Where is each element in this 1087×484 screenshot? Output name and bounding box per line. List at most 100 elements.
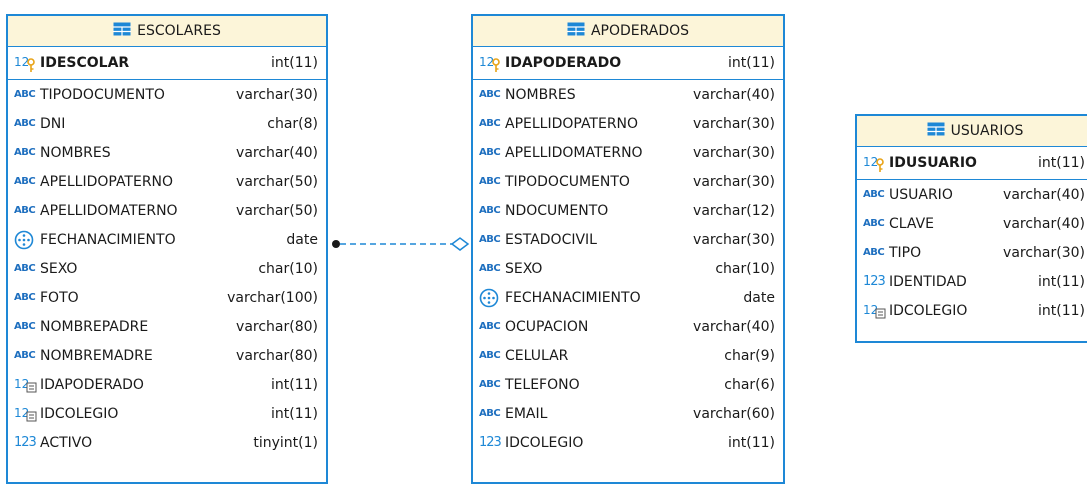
- string-type-icon: ABC: [479, 205, 501, 216]
- column-name: IDCOLEGIO: [40, 405, 119, 422]
- table-icon: [566, 22, 585, 40]
- string-type-icon: ABC: [863, 218, 885, 229]
- column-row[interactable]: 12 IDAPODERADO int(11): [8, 370, 326, 399]
- string-type-icon: ABC: [14, 350, 36, 361]
- column-type: char(9): [724, 347, 775, 364]
- column-row[interactable]: ABC CLAVE varchar(40): [857, 209, 1087, 238]
- column-name: ESTADOCIVIL: [505, 231, 597, 248]
- column-type: int(11): [271, 376, 318, 393]
- column-name: FOTO: [40, 289, 79, 306]
- svg-text:12: 12: [14, 55, 29, 69]
- date-type-icon: [479, 288, 503, 308]
- number-type-icon: 123: [863, 274, 886, 289]
- svg-text:12: 12: [479, 55, 494, 69]
- key-number-icon: 12: [14, 53, 38, 73]
- entity-title[interactable]: ESCOLARES: [8, 16, 326, 47]
- string-type-icon: ABC: [479, 263, 501, 274]
- svg-text:12: 12: [14, 377, 29, 391]
- column-type: char(6): [724, 376, 775, 393]
- column-name: IDUSUARIO: [889, 155, 977, 171]
- svg-text:12: 12: [863, 303, 878, 317]
- column-type: varchar(30): [1003, 244, 1085, 261]
- key-number-icon: 12: [863, 153, 887, 173]
- entity-escolares[interactable]: ESCOLARES 12 IDESCOLAR int(11) ABC TIPODOCU…: [6, 14, 328, 484]
- entity-title[interactable]: APODERADOS: [473, 16, 783, 47]
- column-type: date: [743, 289, 775, 306]
- column-row[interactable]: ABC NDOCUMENTO varchar(12): [473, 196, 783, 225]
- column-name: TIPO: [889, 244, 922, 261]
- column-name: NDOCUMENTO: [505, 202, 609, 219]
- relationship-target-diamond: [450, 237, 470, 251]
- column-name: IDAPODERADO: [40, 376, 144, 393]
- column-type: int(11): [1038, 155, 1085, 171]
- string-type-icon: ABC: [14, 205, 36, 216]
- svg-text:12: 12: [863, 155, 878, 169]
- string-type-icon: ABC: [14, 89, 36, 100]
- column-name: EMAIL: [505, 405, 548, 422]
- column-type: varchar(12): [693, 202, 775, 219]
- string-type-icon: ABC: [479, 408, 501, 419]
- column-name: FECHANACIMIENTO: [40, 231, 176, 248]
- column-type: varchar(100): [227, 289, 318, 306]
- column-name: IDESCOLAR: [40, 55, 130, 71]
- table-icon: [926, 122, 945, 140]
- column-name: TIPODOCUMENTO: [40, 86, 165, 103]
- column-type: varchar(40): [1003, 186, 1085, 203]
- entity-title-text: USUARIOS: [950, 123, 1024, 139]
- column-name: SEXO: [505, 260, 543, 277]
- column-type: varchar(40): [1003, 215, 1085, 232]
- entity-title[interactable]: USUARIOS: [857, 116, 1087, 147]
- foreign-key-icon: 12: [14, 375, 38, 395]
- column-type: int(11): [728, 55, 775, 71]
- string-type-icon: ABC: [863, 247, 885, 258]
- column-row[interactable]: ABC TIPO varchar(30): [857, 238, 1087, 267]
- column-type: varchar(60): [693, 405, 775, 422]
- column-name: NOMBREPADRE: [40, 318, 149, 335]
- string-type-icon: ABC: [14, 176, 36, 187]
- column-type: char(10): [258, 260, 318, 277]
- column-type: varchar(30): [693, 144, 775, 161]
- column-row[interactable]: ABC EMAIL varchar(60): [473, 399, 783, 428]
- column-name: NOMBRES: [40, 144, 111, 161]
- entity-title-text: APODERADOS: [590, 23, 690, 39]
- column-type: varchar(50): [236, 173, 318, 190]
- foreign-key-icon: 12: [14, 404, 38, 424]
- column-type: varchar(30): [693, 231, 775, 248]
- column-name: TELEFONO: [505, 376, 580, 393]
- primary-key-row[interactable]: 12 IDUSUARIO int(11): [857, 147, 1087, 180]
- column-name: CLAVE: [889, 215, 935, 232]
- string-type-icon: ABC: [479, 147, 501, 158]
- column-type: int(11): [728, 434, 775, 451]
